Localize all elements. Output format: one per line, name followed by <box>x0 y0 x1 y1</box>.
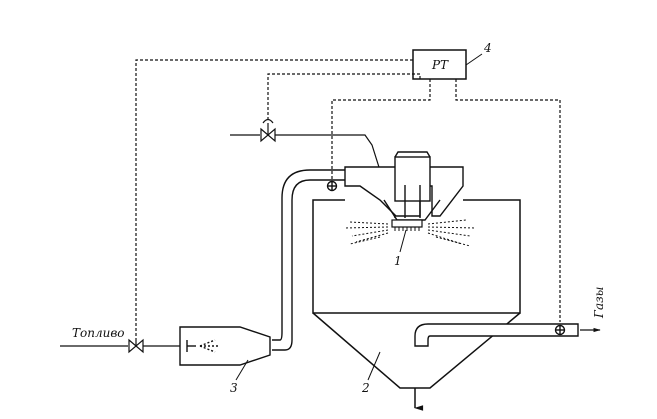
gases-label: Газы <box>592 287 606 319</box>
furnace <box>179 326 271 366</box>
controller-box: PT <box>412 49 467 80</box>
signal-line-air-valve <box>267 73 421 123</box>
atomizer-housing <box>344 151 464 221</box>
signal-line-gas-sensor <box>455 79 561 322</box>
label-1: 1 <box>394 254 402 268</box>
gas-outlet-duct <box>414 323 601 347</box>
signal-line-chamber-sensor <box>331 79 431 180</box>
drying-chamber <box>312 199 521 411</box>
atomizer-disk <box>391 219 423 231</box>
spray-pattern <box>344 219 477 247</box>
leader-lines <box>235 53 483 381</box>
fuel-label: Топливо <box>72 326 125 340</box>
label-4: 4 <box>483 41 492 55</box>
label-3: 3 <box>230 381 238 395</box>
signal-lines <box>135 59 561 340</box>
label-2: 2 <box>361 381 370 395</box>
hot-gas-duct <box>272 169 345 351</box>
signal-line-fuel-valve <box>135 59 413 340</box>
controller-label: PT <box>431 58 449 72</box>
air-valve <box>230 118 396 219</box>
fuel-valve <box>60 338 180 354</box>
